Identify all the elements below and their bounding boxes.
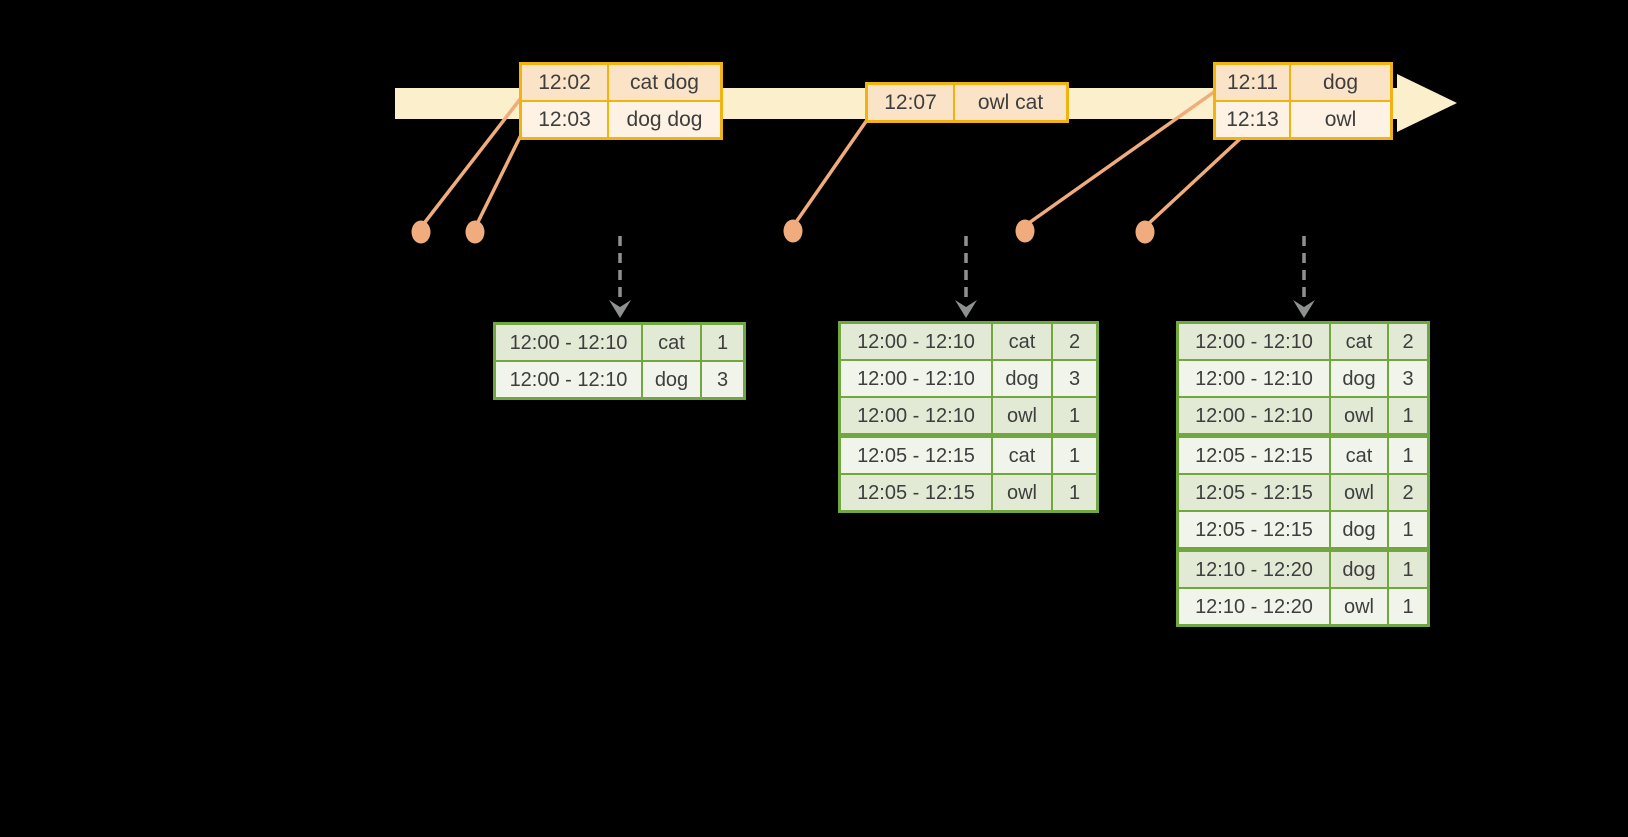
table-cell: 2 (1389, 324, 1427, 359)
table-cell: owl (993, 475, 1053, 510)
table-cell: 12:07 (868, 85, 955, 120)
table-cell: dog dog (609, 102, 720, 137)
table-cell: owl (1331, 475, 1389, 510)
table-cell: 1 (702, 325, 743, 360)
table-cell: cat (1331, 324, 1389, 359)
table-cell: 12:03 (522, 102, 609, 137)
table-cell: 12:00 - 12:10 (1179, 324, 1331, 359)
table-cell: dog (1331, 361, 1389, 396)
table-cell: 12:02 (522, 65, 609, 100)
table-cell: 1 (1389, 512, 1427, 547)
event-connector-line (1144, 135, 1244, 228)
table-cell: 1 (1053, 438, 1096, 473)
table-cell: dog (1291, 65, 1390, 100)
event-connector-line (474, 134, 523, 227)
table-cell: 1 (1053, 475, 1096, 510)
table-cell: owl (1331, 398, 1389, 433)
table-cell: owl (1291, 102, 1390, 137)
table-cell: 12:05 - 12:15 (1179, 512, 1331, 547)
trigger-arrowhead-icon (609, 300, 631, 318)
event-dot-icon (411, 220, 431, 244)
table-cell: dog (1331, 552, 1389, 587)
table-cell: 12:00 - 12:10 (496, 325, 643, 360)
table-cell: cat dog (609, 65, 720, 100)
event-dot-icon (783, 219, 803, 243)
table-cell: dog (1331, 512, 1389, 547)
table-cell: 1 (1053, 398, 1096, 433)
table-cell: 12:11 (1216, 65, 1291, 100)
table-cell: 12:05 - 12:15 (841, 475, 993, 510)
table-cell: 3 (1389, 361, 1427, 396)
table-cell: 12:10 - 12:20 (1179, 552, 1331, 587)
table-cell: 12:00 - 12:10 (841, 361, 993, 396)
event-connector-line (792, 119, 869, 226)
event-dot-icon (1015, 219, 1035, 243)
timeline-arrow-icon (1397, 74, 1457, 132)
table-cell: 12:10 - 12:20 (1179, 589, 1331, 624)
table-cell: dog (643, 362, 702, 397)
table-cell: 12:00 - 12:10 (1179, 361, 1331, 396)
table-cell: cat (643, 325, 702, 360)
table-cell: cat (1331, 438, 1389, 473)
table-cell: 2 (1053, 324, 1096, 359)
table-cell: 12:00 - 12:10 (841, 398, 993, 433)
table-cell: 12:00 - 12:10 (1179, 398, 1331, 433)
table-cell: 1 (1389, 589, 1427, 624)
table-cell: 12:05 - 12:15 (841, 438, 993, 473)
table-cell: 1 (1389, 438, 1427, 473)
table-cell: 3 (702, 362, 743, 397)
table-cell: 12:05 - 12:15 (1179, 438, 1331, 473)
table-cell: owl (1331, 589, 1389, 624)
table-cell: dog (993, 361, 1053, 396)
table-cell: owl cat (955, 85, 1066, 120)
table-cell: 1 (1389, 552, 1427, 587)
table-cell: cat (993, 324, 1053, 359)
table-cell: 12:00 - 12:10 (841, 324, 993, 359)
trigger-arrowhead-icon (955, 300, 977, 318)
table-cell: cat (993, 438, 1053, 473)
table-cell: 1 (1389, 398, 1427, 433)
table-cell: 12:05 - 12:15 (1179, 475, 1331, 510)
trigger-arrowhead-icon (1293, 300, 1315, 318)
event-dot-icon (465, 220, 485, 244)
table-cell: 12:13 (1216, 102, 1291, 137)
table-cell: 3 (1053, 361, 1096, 396)
table-cell: owl (993, 398, 1053, 433)
table-cell: 2 (1389, 475, 1427, 510)
table-cell: 12:00 - 12:10 (496, 362, 643, 397)
event-dot-icon (1135, 220, 1155, 244)
